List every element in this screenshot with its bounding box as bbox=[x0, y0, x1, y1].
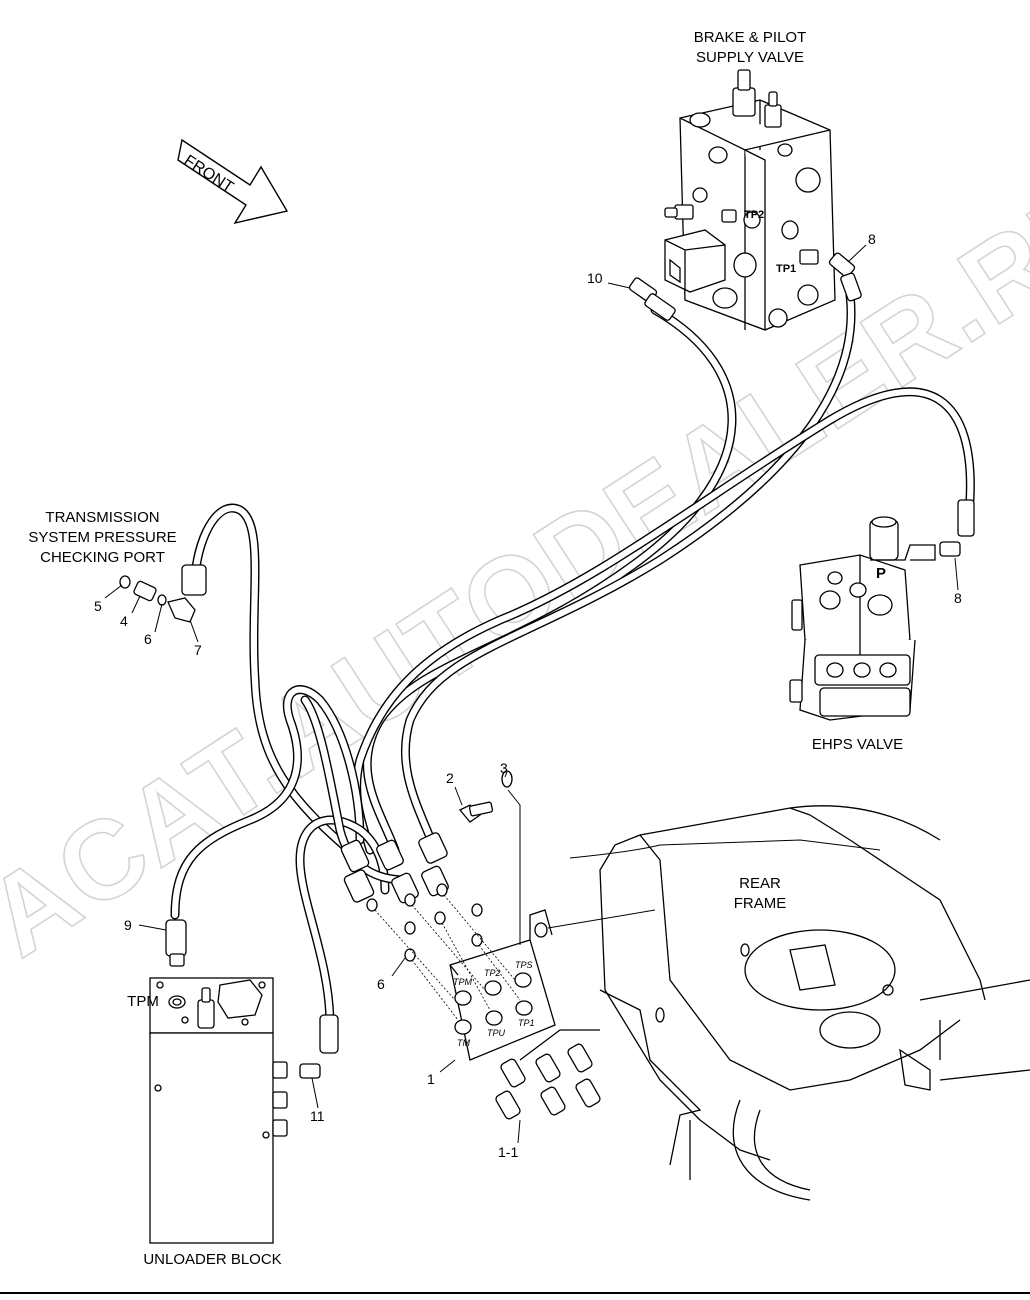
callout-3: 3 bbox=[500, 760, 508, 776]
transmission-label-line2: SYSTEM PRESSURE bbox=[28, 529, 177, 546]
bolt-and-washer bbox=[458, 770, 513, 823]
callout-6-port: 6 bbox=[144, 631, 152, 647]
valve-port-tp1: TP1 bbox=[776, 263, 796, 275]
bracket-port-tp2: TP2 bbox=[484, 968, 501, 978]
ehps-port-p: P bbox=[876, 565, 886, 582]
valve-port-tp2: TP2 bbox=[744, 209, 764, 221]
tpm-label: TPM bbox=[127, 993, 159, 1010]
front-arrow bbox=[177, 138, 289, 225]
callout-10: 10 bbox=[587, 270, 603, 286]
hoses bbox=[170, 290, 975, 1030]
callout-1: 1 bbox=[427, 1071, 435, 1087]
bracket-port-tp1: TP1 bbox=[518, 1018, 535, 1028]
rear-frame-label-line1: REAR bbox=[739, 875, 781, 892]
transmission-label-line1: TRANSMISSION bbox=[45, 509, 160, 526]
brake-valve-label-line1: BRAKE & PILOT bbox=[693, 29, 807, 46]
brake-pilot-supply-valve bbox=[664, 69, 836, 331]
callout-9: 9 bbox=[124, 917, 132, 933]
callout-2: 2 bbox=[446, 770, 454, 786]
leader-lines bbox=[104, 244, 959, 1144]
callout-11: 11 bbox=[310, 1108, 325, 1124]
callout-8-brake: 8 bbox=[868, 231, 876, 247]
rear-frame-label-line2: FRAME bbox=[733, 895, 787, 912]
unloader-block bbox=[149, 919, 339, 1244]
bracket-port-tm: TM bbox=[457, 1038, 470, 1048]
transmission-port-label: TRANSMISSION SYSTEM PRESSURE CHECKING PO… bbox=[10, 508, 195, 568]
callout-4: 4 bbox=[120, 613, 128, 629]
callout-7: 7 bbox=[194, 642, 202, 658]
bracket-port-tpu: TPU bbox=[487, 1028, 506, 1038]
bracket bbox=[449, 909, 556, 1061]
bracket-port-tpm: TPM bbox=[453, 977, 473, 987]
rear-frame-label: REAR FRAME bbox=[720, 874, 800, 914]
callout-5: 5 bbox=[94, 598, 102, 614]
callout-6-bracket: 6 bbox=[377, 976, 385, 992]
callout-1-1: 1-1 bbox=[498, 1144, 519, 1160]
brake-valve-label-line2: SUPPLY VALVE bbox=[695, 49, 805, 66]
callout-8-ehps: 8 bbox=[954, 590, 962, 606]
transmission-port-parts bbox=[119, 564, 207, 623]
rear-frame bbox=[519, 805, 1030, 1201]
ehps-valve bbox=[789, 499, 975, 721]
brake-valve-label: BRAKE & PILOT SUPPLY VALVE bbox=[670, 28, 830, 68]
ehps-valve-label: EHPS VALVE bbox=[811, 736, 904, 753]
unloader-block-label: UNLOADER BLOCK bbox=[143, 1251, 282, 1268]
bracket-fittings bbox=[340, 832, 483, 962]
transmission-label-line3: CHECKING PORT bbox=[40, 549, 165, 566]
brake-valve-fittings bbox=[628, 252, 862, 321]
bracket-port-tps: TPS bbox=[515, 960, 533, 970]
test-couplings bbox=[495, 1043, 601, 1120]
